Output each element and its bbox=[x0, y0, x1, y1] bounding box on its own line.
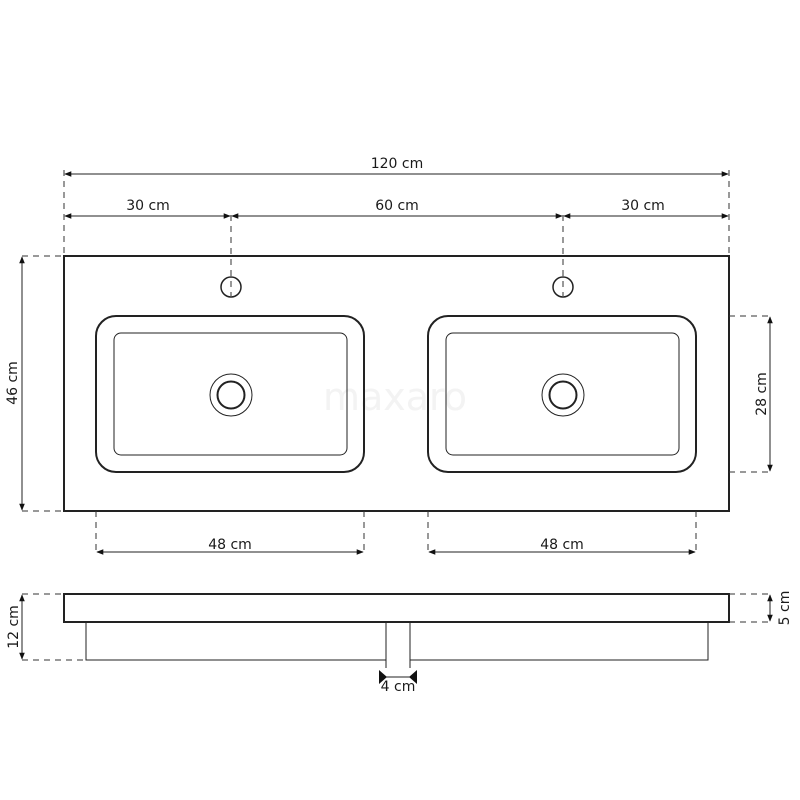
tap-hole bbox=[220, 276, 242, 298]
dim-slab-thickness: 5 cm bbox=[777, 591, 793, 626]
dim-basin-depth: 28 cm bbox=[754, 372, 770, 416]
watermark-logo: maxaro bbox=[323, 375, 467, 419]
gap-arrows bbox=[379, 670, 417, 684]
dim-left-basin-width: 48 cm bbox=[208, 537, 252, 553]
dim-total-height: 12 cm bbox=[6, 605, 22, 649]
countertop-top-view bbox=[63, 255, 730, 512]
extension-lines bbox=[22, 170, 772, 555]
drain-icon bbox=[216, 380, 246, 410]
dim-gap-width: 4 cm bbox=[381, 679, 416, 695]
dim-right-basin-width: 48 cm bbox=[540, 537, 584, 553]
dim-depth: 46 cm bbox=[5, 361, 21, 405]
left-basin bbox=[95, 276, 365, 473]
side-view bbox=[22, 593, 772, 668]
tap-hole bbox=[552, 276, 574, 298]
dim-right-offset: 30 cm bbox=[621, 198, 665, 214]
drain-icon bbox=[548, 380, 578, 410]
right-basin bbox=[427, 276, 697, 473]
dim-left-offset: 30 cm bbox=[126, 198, 170, 214]
dim-total-width: 120 cm bbox=[371, 156, 424, 172]
drain-outer bbox=[541, 373, 585, 417]
drain-outer bbox=[209, 373, 253, 417]
dim-tap-spacing: 60 cm bbox=[375, 198, 419, 214]
